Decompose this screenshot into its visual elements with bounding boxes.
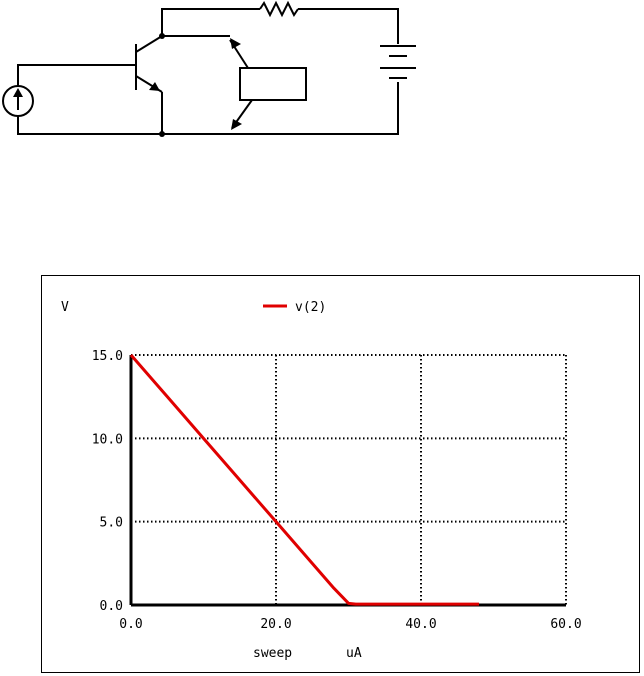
voltage-sweep-chart: V v(2) 0.0 5.0 10.0 15.0 0.0 20.0 40.0 60.0 swe… — [41, 275, 640, 673]
circuit-diagram — [0, 0, 644, 175]
measurement-box — [240, 68, 306, 100]
y-axis-label: V — [61, 300, 69, 315]
y-tick-label: 0.0 — [100, 599, 123, 614]
y-tick-label: 10.0 — [92, 432, 123, 447]
x-tick-label: 0.0 — [119, 617, 142, 632]
wire-source-ground — [18, 82, 398, 134]
series-line-v2 — [131, 355, 479, 604]
node-dot — [159, 131, 165, 137]
transistor-collector — [136, 36, 162, 52]
y-tick-label: 5.0 — [100, 516, 123, 531]
x-axis-label: sweep — [253, 646, 292, 661]
battery-icon — [380, 46, 416, 78]
x-tick-label: 20.0 — [260, 617, 291, 632]
current-arrow-icon — [13, 88, 23, 97]
wire-collector-top — [162, 9, 260, 36]
x-tick-label: 40.0 — [405, 617, 436, 632]
y-tick-label: 15.0 — [92, 349, 123, 364]
x-tick-label: 60.0 — [550, 617, 581, 632]
node-dot — [159, 33, 165, 39]
resistor-icon — [260, 3, 298, 15]
emitter-arrow-icon — [149, 82, 160, 91]
legend-label: v(2) — [295, 300, 326, 315]
x-axis-unit: uA — [346, 646, 362, 661]
wire-source-base — [18, 65, 136, 86]
